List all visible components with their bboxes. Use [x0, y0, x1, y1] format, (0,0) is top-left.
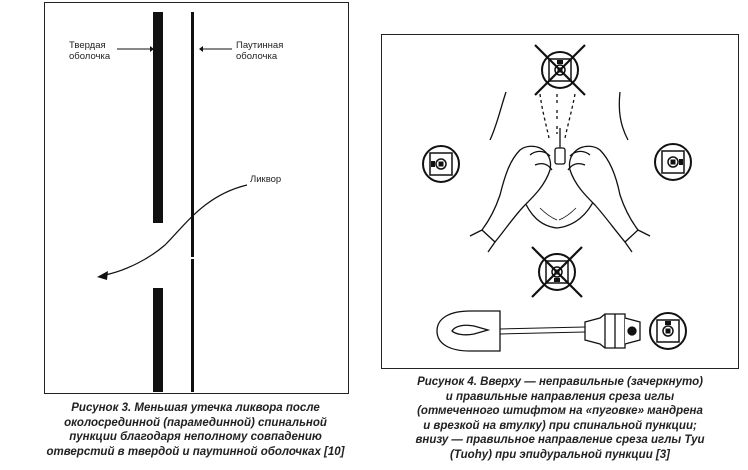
- label-dura-mater: Твердая оболочка: [69, 40, 111, 62]
- hands: [469, 145, 651, 253]
- dura-mater-lower: [153, 288, 163, 392]
- figure-3-panel: [44, 2, 349, 394]
- dura-pointer-arrowhead: [150, 46, 154, 52]
- figure-3-caption: Рисунок 3. Меньшая утечка ликвора после …: [46, 402, 345, 458]
- hub-left: [422, 145, 460, 183]
- hub-right: [654, 143, 692, 181]
- label-csf: Ликвор: [250, 174, 282, 185]
- csf-arrowhead: [97, 271, 108, 280]
- hub-bottom-crossed: [531, 246, 583, 298]
- label-arachnoid: Паутинная оболочка: [236, 40, 284, 62]
- dura-mater-upper: [153, 12, 163, 223]
- csf-flow-arrow: [104, 184, 248, 276]
- arachnoid-lower: [191, 259, 194, 392]
- spinal-needle: [554, 128, 566, 165]
- hub-top-crossed: [534, 44, 586, 96]
- tuohy-needle: [436, 310, 641, 352]
- arachnoid-pointer-arrowhead: [199, 46, 203, 52]
- patient-back: [489, 91, 629, 229]
- arachnoid-upper: [191, 12, 194, 257]
- figure-4-caption: Рисунок 4. Вверху — неправильные (зачерк…: [415, 376, 705, 461]
- hub-bottom-right: [649, 312, 687, 350]
- figure-4-panel: [381, 34, 739, 369]
